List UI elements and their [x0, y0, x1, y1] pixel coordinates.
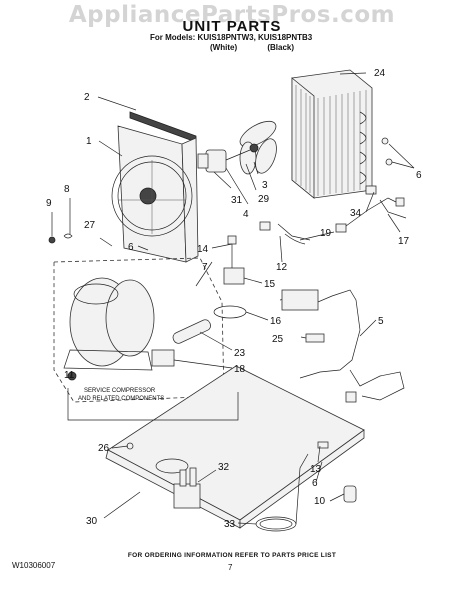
callout-23: 23	[234, 348, 246, 359]
callout-32: 32	[218, 462, 230, 473]
clip-10	[343, 485, 357, 503]
washer	[48, 236, 56, 244]
callout-15: 15	[264, 279, 276, 290]
callout-4: 4	[243, 209, 249, 220]
fan-shroud	[111, 125, 199, 263]
callout-2: 2	[84, 92, 90, 103]
callout-6-right: 6	[416, 170, 422, 181]
callout-5: 5	[378, 316, 384, 327]
callout-34: 34	[350, 208, 362, 219]
callout-19: 19	[320, 228, 332, 239]
condenser-coil	[291, 69, 373, 199]
callout-1: 1	[86, 136, 92, 147]
callout-30: 30	[86, 516, 98, 527]
electrical-harness	[213, 235, 405, 403]
model-numbers: For Models: KUIS18PNTW3, KUIS18PNTB3	[150, 33, 313, 42]
callout-26: 26	[98, 443, 110, 454]
compressor	[63, 277, 155, 371]
callout-16: 16	[270, 316, 282, 327]
watermark: AppliancePartsPros.com	[68, 2, 396, 28]
small-parts-cluster	[259, 137, 407, 245]
callout-29: 29	[258, 194, 270, 205]
callout-17: 17	[398, 236, 410, 247]
callout-18: 18	[234, 364, 246, 375]
callout-14: 14	[197, 244, 209, 255]
drain-tube	[295, 453, 309, 525]
service-note-line-1: SERVICE COMPRESSOR	[84, 388, 156, 394]
callout-12: 12	[276, 262, 288, 273]
page-number: 7	[228, 563, 233, 572]
callout-7: 7	[202, 262, 208, 273]
callout-27: 27	[84, 220, 96, 231]
callout-8: 8	[64, 184, 70, 195]
callout-labels: 2 1 24 3 31 4 29 6 34 19 17 12 14 7 15 1…	[46, 68, 422, 530]
callout-3: 3	[262, 180, 268, 191]
fan-blade	[239, 120, 277, 175]
fan-motor	[197, 149, 251, 173]
callout-33: 33	[224, 519, 236, 530]
callout-11: 11	[64, 370, 75, 381]
callout-6-low: 6	[312, 478, 318, 489]
page-title: UNIT PARTS	[182, 18, 282, 35]
callout-31: 31	[231, 195, 243, 206]
start-components	[67, 319, 211, 381]
callout-13: 13	[310, 464, 322, 475]
model-colors: (White) (Black)	[210, 43, 294, 52]
callout-6-mid: 6	[128, 242, 134, 253]
document-number: W10306007	[12, 561, 56, 570]
callout-9: 9	[46, 198, 52, 209]
base-pan	[105, 365, 365, 529]
service-note-line-2: AND RELATED COMPONENTS	[78, 396, 164, 402]
callout-10: 10	[314, 496, 326, 507]
grommet	[63, 233, 73, 239]
thermostat-assembly	[173, 467, 201, 509]
ordering-note: FOR ORDERING INFORMATION REFER TO PARTS …	[127, 552, 337, 559]
callout-25: 25	[272, 334, 284, 345]
screw-13	[317, 441, 329, 449]
callout-24: 24	[374, 68, 386, 79]
leader-lines	[51, 72, 415, 525]
